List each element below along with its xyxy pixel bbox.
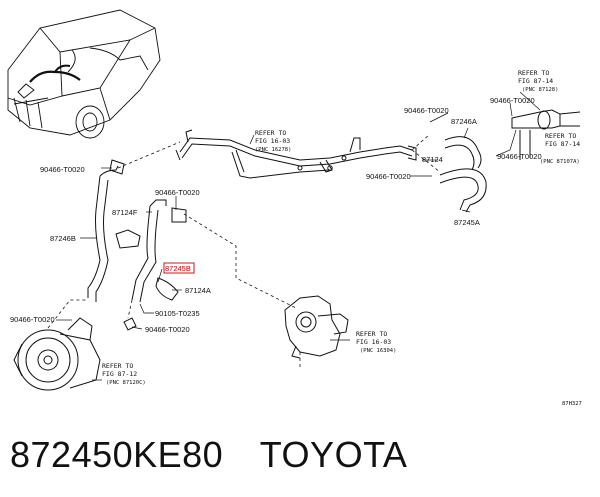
ref-bottom-center-line3: (PNC 16304) <box>360 348 396 354</box>
ref-top-center-line1: REFER TO <box>255 129 286 137</box>
ref-top-center-line3: (PNC 16278) <box>255 147 291 153</box>
water-pump-illustration <box>284 295 349 359</box>
compressor-illustration <box>13 317 101 391</box>
ref-top-right-1-line2: FIG 87-14 <box>518 77 553 85</box>
clamp-label-2: 90466-T0020 <box>155 188 200 197</box>
footer-caption: 872450KE80 TOYOTA <box>10 434 407 476</box>
ref-top-right-2-line2: FIG 87-14 <box>545 140 580 148</box>
clamp-label-3: 90466-T0020 <box>145 325 190 334</box>
hose-label-87124f: 87124F <box>112 208 138 217</box>
highlight-box <box>163 262 195 274</box>
hose-label-87246a: 87246A <box>451 117 477 126</box>
ref-top-right-1-line3: (PNC 87128) <box>522 87 558 93</box>
ref-bottom-left-line1: REFER TO <box>102 362 133 370</box>
ref-top-right-2-line1: REFER TO <box>545 132 576 140</box>
bracket-label-87124a: 87124A <box>185 286 211 295</box>
ref-bottom-left-line3: (PNC 87120C) <box>106 380 146 386</box>
clamp-label-1: 90466-T0020 <box>40 165 85 174</box>
ref-top-right-2-line3: (PNC 87107A) <box>540 159 580 165</box>
clamp-label-4: 90466-T0020 <box>10 315 55 324</box>
bolt-label-90105: 90105-T0235 <box>155 309 200 318</box>
ref-bottom-center-line1: REFER TO <box>356 330 387 338</box>
hose-label-87245a: 87245A <box>454 218 480 227</box>
clamp-label-6: 90466-T0020 <box>490 96 535 105</box>
diagram-code: 87H327 <box>562 401 582 407</box>
left-hose-assembly <box>87 159 187 331</box>
clamp-label-7: 90466-T0020 <box>497 152 542 161</box>
part-number: 872450KE80 <box>10 434 224 475</box>
hose-label-87246b: 87246B <box>50 234 76 243</box>
hose-label-87124: 87124 <box>422 155 443 164</box>
vehicle-illustration <box>7 9 161 139</box>
ref-top-right-1-line1: REFER TO <box>518 69 549 77</box>
ref-bottom-center-line2: FIG 16-03 <box>356 338 391 346</box>
ref-top-center-line2: FIG 16-03 <box>255 137 290 145</box>
clamp-label-8: 90466-T0020 <box>366 172 411 181</box>
brand-name: TOYOTA <box>259 434 408 475</box>
ref-bottom-left-line2: FIG 87-12 <box>102 370 137 378</box>
hose-label-87245b: 87245B <box>165 264 191 273</box>
dashed-leader-lines <box>47 133 441 370</box>
water-pipe-assembly <box>175 129 417 179</box>
solid-leader-lines <box>56 91 541 381</box>
clamp-label-5: 90466-T0020 <box>404 106 449 115</box>
heater-valve-assembly <box>439 109 581 213</box>
